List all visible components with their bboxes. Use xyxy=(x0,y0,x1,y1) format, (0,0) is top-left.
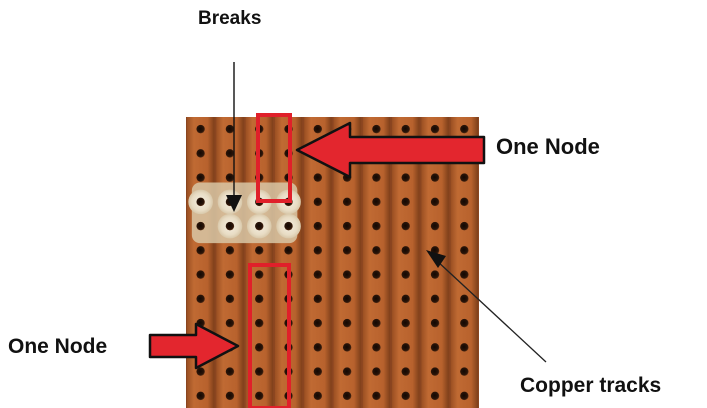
board-hole xyxy=(226,125,234,133)
board-hole xyxy=(431,198,439,206)
board-hole xyxy=(402,343,410,351)
board-hole xyxy=(402,392,410,400)
track-breaks xyxy=(188,182,301,243)
board-hole xyxy=(226,270,234,278)
board-hole xyxy=(196,222,204,230)
board-hole xyxy=(431,392,439,400)
board-hole xyxy=(372,222,380,230)
board-hole xyxy=(431,270,439,278)
one-node-label-top: One Node xyxy=(496,134,600,160)
board-hole xyxy=(196,392,204,400)
board-hole xyxy=(460,343,468,351)
board-hole xyxy=(402,295,410,303)
board-hole xyxy=(314,295,322,303)
board-hole xyxy=(431,173,439,181)
board-hole xyxy=(196,125,204,133)
board-hole xyxy=(314,367,322,375)
board-hole xyxy=(343,246,351,254)
board-hole xyxy=(402,125,410,133)
board-hole xyxy=(255,319,263,327)
board-hole xyxy=(372,198,380,206)
board-hole xyxy=(431,343,439,351)
board-hole xyxy=(460,222,468,230)
board-hole xyxy=(460,246,468,254)
board-hole xyxy=(460,270,468,278)
board-hole xyxy=(255,343,263,351)
board-hole xyxy=(314,173,322,181)
board-hole xyxy=(402,270,410,278)
board-hole xyxy=(402,198,410,206)
board-hole xyxy=(372,246,380,254)
board-hole xyxy=(314,246,322,254)
board-hole xyxy=(196,173,204,181)
board-hole xyxy=(226,319,234,327)
board-hole xyxy=(255,246,263,254)
board-hole xyxy=(372,270,380,278)
board-hole xyxy=(402,367,410,375)
board-hole xyxy=(343,319,351,327)
board-hole xyxy=(431,222,439,230)
board-hole xyxy=(431,367,439,375)
breaks-label: Breaks xyxy=(198,8,261,30)
board-hole xyxy=(343,367,351,375)
board-hole xyxy=(226,173,234,181)
board-hole xyxy=(314,125,322,133)
board-hole xyxy=(343,198,351,206)
board-hole xyxy=(284,246,292,254)
board-hole xyxy=(314,319,322,327)
board-hole xyxy=(255,270,263,278)
board-hole xyxy=(226,295,234,303)
board-hole xyxy=(460,319,468,327)
board-hole xyxy=(314,343,322,351)
board-hole xyxy=(431,295,439,303)
board-hole xyxy=(255,392,263,400)
one-node-label-bottom: One Node xyxy=(8,335,107,359)
board-hole xyxy=(226,367,234,375)
board-hole xyxy=(372,125,380,133)
copper-tracks-label: Copper tracks xyxy=(520,374,661,398)
board-hole xyxy=(460,392,468,400)
board-hole xyxy=(402,319,410,327)
board-hole xyxy=(402,222,410,230)
board-hole xyxy=(460,198,468,206)
copper-track xyxy=(216,117,243,408)
board-hole xyxy=(372,392,380,400)
board-hole xyxy=(196,198,204,206)
board-hole xyxy=(196,270,204,278)
board-hole xyxy=(314,198,322,206)
board-hole xyxy=(196,295,204,303)
board-hole xyxy=(343,343,351,351)
board-hole xyxy=(255,367,263,375)
board-hole xyxy=(196,149,204,157)
board-hole xyxy=(460,367,468,375)
board-hole xyxy=(255,222,263,230)
board-hole xyxy=(372,295,380,303)
board-hole xyxy=(343,270,351,278)
board-hole xyxy=(226,246,234,254)
board-hole xyxy=(196,367,204,375)
board-hole xyxy=(284,222,292,230)
board-hole xyxy=(343,222,351,230)
board-hole xyxy=(460,125,468,133)
board-hole xyxy=(372,173,380,181)
board-hole xyxy=(402,246,410,254)
board-hole xyxy=(402,173,410,181)
board-hole xyxy=(226,222,234,230)
board-hole xyxy=(372,319,380,327)
board-hole xyxy=(431,319,439,327)
board-hole xyxy=(460,295,468,303)
board-hole xyxy=(343,295,351,303)
board-hole xyxy=(372,367,380,375)
board-hole xyxy=(314,270,322,278)
board-hole xyxy=(314,222,322,230)
board-hole xyxy=(255,295,263,303)
board-hole xyxy=(431,125,439,133)
board-hole xyxy=(372,343,380,351)
board-hole xyxy=(226,392,234,400)
board-hole xyxy=(343,392,351,400)
board-hole xyxy=(226,149,234,157)
board-hole xyxy=(460,173,468,181)
board-hole xyxy=(314,392,322,400)
board-hole xyxy=(196,246,204,254)
